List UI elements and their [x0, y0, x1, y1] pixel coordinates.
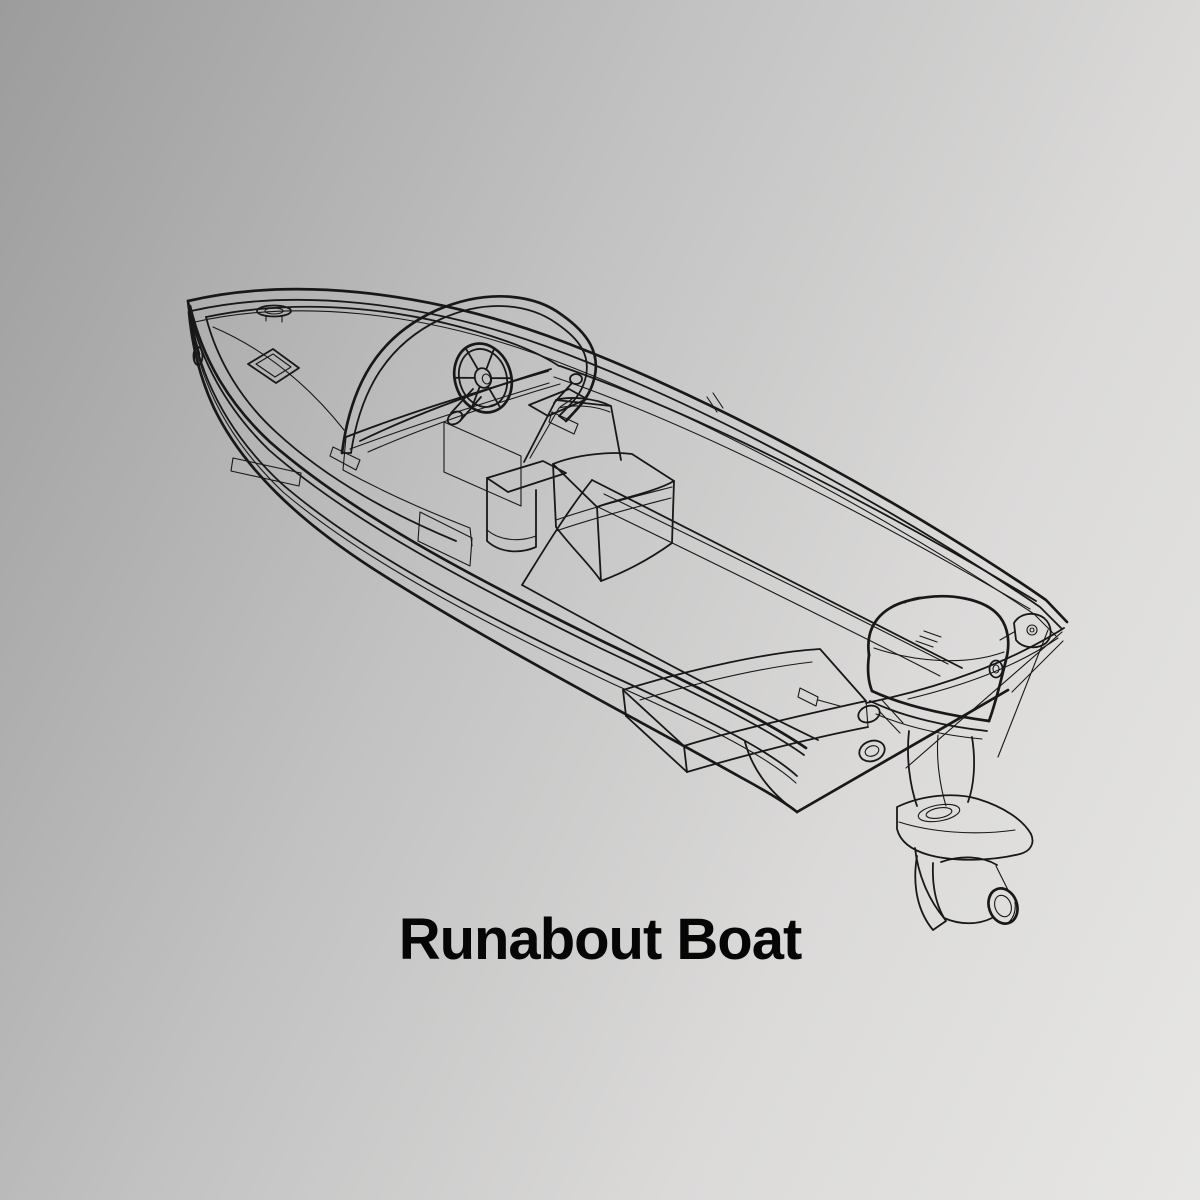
clamp-bracket [797, 687, 904, 763]
hull [186, 287, 1069, 814]
motor-emblem [988, 659, 1004, 679]
windshield-frame [329, 294, 598, 471]
outboard-motor [797, 594, 1052, 931]
deck-hatch [247, 348, 300, 384]
propeller-hub [987, 887, 1019, 925]
seat-group [486, 397, 675, 582]
aft-platform [622, 648, 869, 773]
bow-light [192, 346, 204, 366]
bow-cleat [256, 304, 292, 323]
foredeck [192, 304, 560, 567]
steering-wheel [446, 342, 514, 426]
figure-caption: Runabout Boat [398, 907, 803, 972]
mount-bracket [997, 612, 1052, 758]
lower-unit [914, 847, 1019, 931]
helm-console [443, 421, 522, 507]
